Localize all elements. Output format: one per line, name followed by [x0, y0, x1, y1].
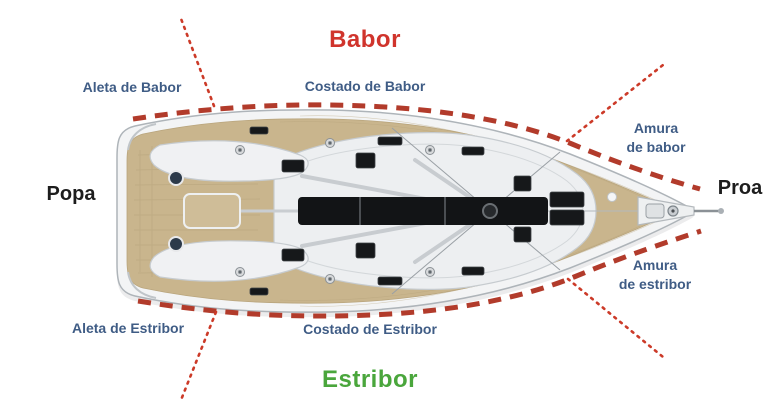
- starboard-bow-label-line1: Amura: [632, 257, 678, 273]
- starboard-quarter-label: Aleta de Estribor: [71, 320, 185, 336]
- dashed-hull-outline: [132, 102, 702, 319]
- starboard-bow-label: Amura de estribor: [595, 256, 715, 294]
- foredeck-hatch: [607, 192, 617, 202]
- boom: [298, 197, 548, 225]
- port-side-label: Costado de Babor: [304, 78, 426, 94]
- winches: [235, 138, 435, 284]
- starboard-title-label: Estribor: [321, 366, 418, 393]
- cockpit-benches: [127, 123, 309, 299]
- dotted-section-dividers: [178, 14, 665, 402]
- stern-label: Popa: [46, 183, 96, 205]
- bow-label: Proa: [717, 177, 763, 199]
- starboard-side-label: Costado de Estribor: [303, 321, 437, 337]
- deck-hatches: [249, 126, 585, 296]
- port-bow-label-line1: Amura: [633, 120, 679, 136]
- port-bow-label: Amura de babor: [596, 119, 716, 157]
- cockpit-table: [183, 193, 241, 229]
- steering-wheels: [168, 170, 184, 252]
- port-quarter-label: Aleta de Babor: [82, 79, 182, 95]
- mast: [482, 203, 498, 219]
- port-bow-label-line2: de babor: [626, 139, 686, 155]
- port-title-label: Babor: [329, 26, 401, 53]
- bow-fitting: [637, 196, 724, 226]
- starboard-bow-label-line2: de estribor: [618, 276, 692, 292]
